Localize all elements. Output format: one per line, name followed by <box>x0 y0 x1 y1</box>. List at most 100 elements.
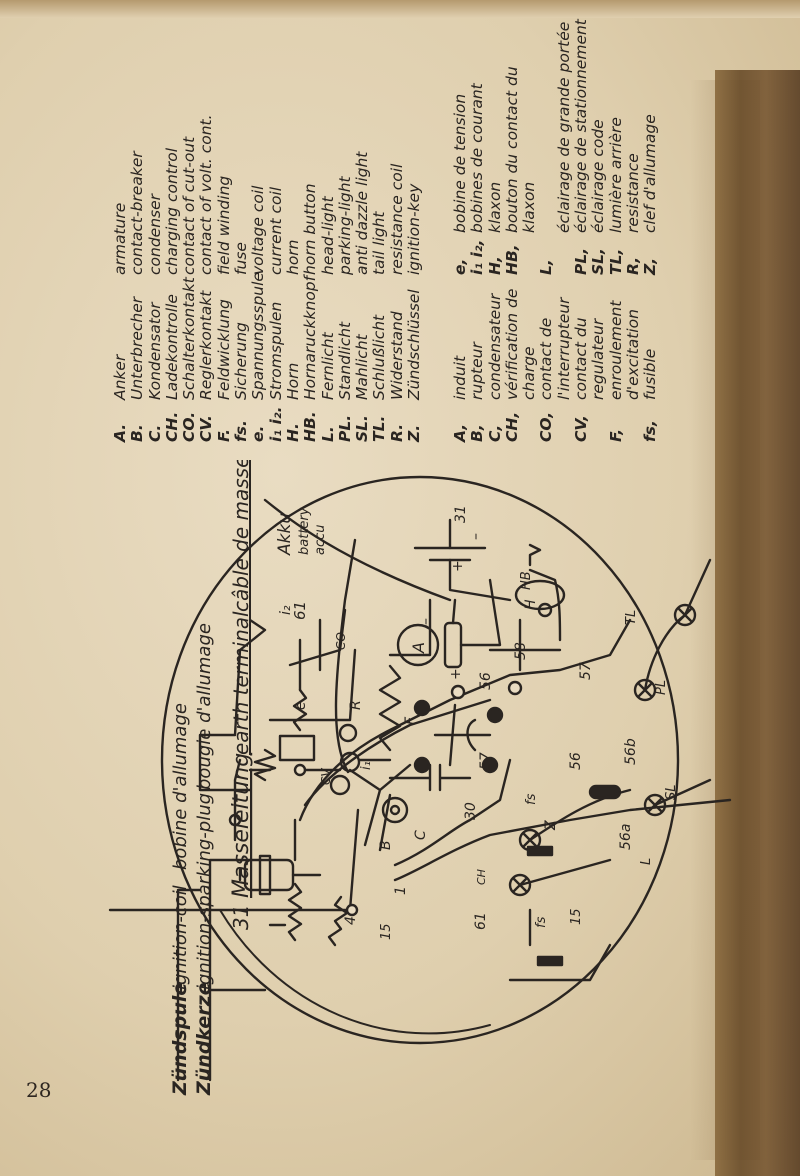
label-i1: i₁ <box>359 761 374 770</box>
legend-row: voltage coil <box>249 185 268 275</box>
legend-key: C, <box>485 424 504 442</box>
legend-key: PL, <box>572 247 591 275</box>
legend-row: CV,contact du <box>572 289 590 442</box>
legend-key: Z, <box>641 257 660 275</box>
legend-value: Horn <box>283 362 302 400</box>
legend-value: l'interrupteur <box>554 297 573 400</box>
legend-key: L. <box>318 426 337 442</box>
label-56a: 56a <box>618 824 634 850</box>
battery <box>263 498 512 602</box>
ignition-coil <box>268 818 349 947</box>
label-C: C <box>413 830 429 840</box>
legend-row: C, condensateur <box>485 289 504 442</box>
legend-key: SL. <box>353 415 372 442</box>
label-15-right: 15 <box>569 908 584 925</box>
label-B: B <box>378 840 394 850</box>
legend-key: F. <box>214 428 233 442</box>
label-masseleitung: Masseleitung <box>229 753 254 898</box>
label-CV: CV <box>319 768 333 785</box>
legend-key: CO. <box>180 411 199 442</box>
legend-value: Hornaruckknopf <box>301 275 320 400</box>
legend-value: klaxon <box>520 181 539 233</box>
regulator <box>198 608 357 842</box>
legend-row: CO.Schalterkontakt <box>180 272 199 442</box>
label-R: R <box>348 700 364 710</box>
legend-value: klaxon <box>485 181 504 233</box>
legend-key: B. <box>128 424 147 442</box>
legend-row: PL,éclairage de stationnement <box>572 19 591 275</box>
legend-row: regulateur <box>589 289 607 442</box>
legend-row: H,klaxon <box>485 19 504 275</box>
rotated-content: Zündspule ignition-coil bobine d'allumag… <box>90 19 790 1120</box>
legend-row: resistance coil <box>387 163 406 275</box>
legend-value: charge <box>520 346 539 400</box>
legend-row: current coil <box>266 186 285 275</box>
legend-value: vérification de <box>502 288 521 400</box>
label-minus: – <box>418 618 434 625</box>
legend-row: l'interrupteur <box>554 289 573 442</box>
legend-key: e. <box>249 425 268 442</box>
legend-row: armature <box>111 202 129 275</box>
legend-value: fusible <box>641 348 660 400</box>
legend-key: R, <box>623 256 642 275</box>
legend-key: TL. <box>370 415 389 442</box>
legend-row: charging control <box>162 147 181 275</box>
legend-row: d'excitation <box>624 289 642 442</box>
label-accu: accu <box>313 524 328 555</box>
legend-key: R. <box>387 423 406 442</box>
label-HB: HB <box>519 571 534 590</box>
legend-row: HB. Hornaruckknopf <box>301 272 320 442</box>
label-minus-batt: – <box>468 533 484 540</box>
label-Z: Z <box>543 820 559 831</box>
label-zundkerze: Zündkerze <box>193 982 215 1096</box>
legend-row: contact of volt. cont. <box>197 114 216 275</box>
legend-row: horn button <box>301 183 320 275</box>
label-fs-low: fs <box>534 916 549 928</box>
legend-key: PL. <box>335 414 354 442</box>
legend-row: contact of cut-out <box>180 136 199 275</box>
label-58: 58 <box>513 642 529 660</box>
legend-row: e,bobine de tension <box>451 19 469 275</box>
label-61-low: 61 <box>473 912 489 930</box>
legend-row: H.Horn <box>283 272 302 442</box>
spark-plug <box>238 854 322 896</box>
legend-row: TL. Schlußlicht <box>370 272 389 442</box>
legend-value: éclairage code <box>589 119 608 233</box>
legend-value: Anker <box>111 354 129 400</box>
legend-value: bobines de courant <box>468 83 487 233</box>
legend-row: B,rupteur <box>468 289 486 442</box>
label-A: A <box>409 642 428 654</box>
legend-key: Z. <box>405 424 424 442</box>
legend-value: Schlußlicht <box>370 314 389 400</box>
legend-value: condensateur <box>485 293 504 400</box>
label-30: 30 <box>463 802 479 820</box>
label-battery: battery <box>297 507 312 555</box>
book-spine <box>715 70 800 1176</box>
coil-lead-lines <box>176 858 267 1082</box>
legend-row: SL. Mahlicht <box>353 272 372 442</box>
legend-row: L.Fernlicht <box>318 272 337 442</box>
legend-row: condenser <box>145 193 164 275</box>
legend-row: fuse <box>232 242 251 275</box>
legend-row: R,resistance <box>623 19 642 275</box>
label-bobine: bobine d'allumage <box>170 703 191 870</box>
terminal-dot <box>293 763 307 777</box>
legend-key: fs. <box>232 420 251 442</box>
housing-circle <box>160 475 680 1045</box>
legend-row: L, <box>537 19 555 275</box>
legend-row: F.Feldwicklung <box>214 272 233 442</box>
legend-value: Mahlicht <box>353 334 372 400</box>
legend-key: HB. <box>301 411 320 442</box>
legend-row: A,induit <box>451 289 469 442</box>
legend-value: Zündschlüssel <box>405 289 424 400</box>
label-cable-de-masse: câble de masse <box>229 460 253 612</box>
legend-row: Z,clef d'allumage <box>641 19 660 275</box>
legend-row: A.Anker <box>111 272 129 442</box>
label-F: F <box>403 716 419 725</box>
legend-key: e, <box>451 258 469 275</box>
legend-row: klaxon <box>520 19 539 275</box>
legend-value: induit <box>451 355 469 400</box>
wire-harness <box>393 758 512 867</box>
